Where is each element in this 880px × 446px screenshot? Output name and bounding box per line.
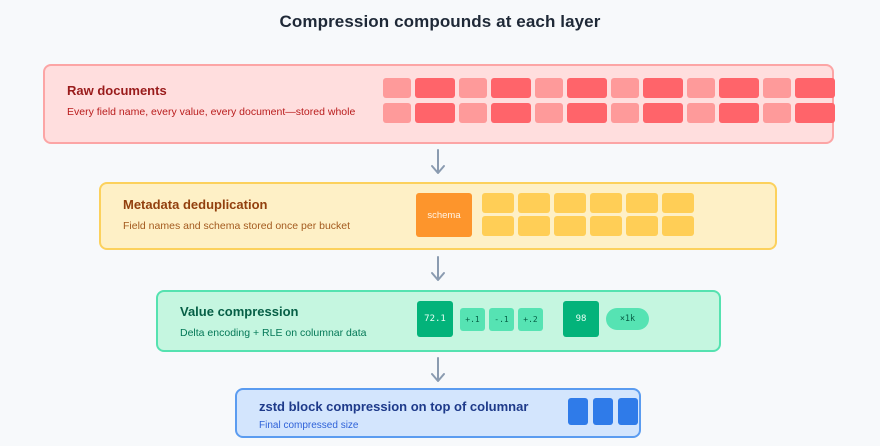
delta-token: -.1 xyxy=(489,308,514,331)
layer-subtitle: Every field name, every value, every doc… xyxy=(67,106,356,118)
delta-token: +.2 xyxy=(518,308,543,331)
arrow-down-icon xyxy=(431,256,445,281)
compressed-block xyxy=(568,398,588,425)
value-block xyxy=(626,216,658,236)
value-blocks xyxy=(482,193,694,236)
field-name-block xyxy=(459,103,487,123)
layer-heading: zstd block compression on top of columna… xyxy=(259,399,529,414)
layer-raw-documents: Raw documents Every field name, every va… xyxy=(43,64,835,144)
field-name-block xyxy=(383,103,411,123)
field-value-block xyxy=(795,78,835,98)
arrow-down-icon xyxy=(431,357,445,382)
layer-zstd-compression: zstd block compression on top of columna… xyxy=(235,388,641,438)
document-row xyxy=(383,78,835,98)
field-name-block xyxy=(535,103,563,123)
delta-base-token: 72.1 xyxy=(417,301,453,337)
layer-heading: Raw documents xyxy=(67,83,167,98)
field-value-block xyxy=(643,78,683,98)
field-value-block xyxy=(719,103,759,123)
layer-value-compression: Value compression Delta encoding + RLE o… xyxy=(156,290,721,352)
field-name-block xyxy=(611,103,639,123)
schema-block: schema xyxy=(416,193,472,237)
delta-token: +.1 xyxy=(460,308,485,331)
layer-subtitle: Final compressed size xyxy=(259,420,359,431)
value-block xyxy=(554,216,586,236)
raw-document-blocks xyxy=(383,78,835,123)
layer-subtitle: Field names and schema stored once per b… xyxy=(123,220,351,232)
layer-subtitle: Delta encoding + RLE on columnar data xyxy=(180,327,367,339)
compressed-blocks xyxy=(568,398,638,425)
field-name-block xyxy=(687,103,715,123)
value-block xyxy=(554,193,586,213)
value-block xyxy=(518,216,550,236)
layer-heading: Value compression xyxy=(180,304,299,319)
value-block xyxy=(662,193,694,213)
diagram-title: Compression compounds at each layer xyxy=(279,12,601,31)
document-row xyxy=(383,103,835,123)
field-value-block xyxy=(643,103,683,123)
field-value-block xyxy=(491,78,531,98)
field-name-block xyxy=(763,103,791,123)
field-name-block xyxy=(687,78,715,98)
field-value-block xyxy=(795,103,835,123)
compressed-block xyxy=(593,398,613,425)
field-name-block xyxy=(611,78,639,98)
value-block xyxy=(482,193,514,213)
value-block xyxy=(590,193,622,213)
layer-heading: Metadata deduplication xyxy=(123,197,268,212)
rle-count-token: ×1k xyxy=(606,308,649,330)
field-value-block xyxy=(415,78,455,98)
field-name-block xyxy=(535,78,563,98)
value-block xyxy=(626,193,658,213)
value-block xyxy=(590,216,622,236)
compressed-block xyxy=(618,398,638,425)
value-block xyxy=(518,193,550,213)
layer-metadata-deduplication: Metadata deduplication Field names and s… xyxy=(99,182,777,250)
field-name-block xyxy=(763,78,791,98)
arrow-down-icon xyxy=(431,149,445,174)
value-block xyxy=(662,216,694,236)
rle-value-token: 98 xyxy=(563,301,599,337)
field-value-block xyxy=(567,78,607,98)
field-value-block xyxy=(415,103,455,123)
field-value-block xyxy=(719,78,759,98)
field-value-block xyxy=(567,103,607,123)
field-name-block xyxy=(459,78,487,98)
field-name-block xyxy=(383,78,411,98)
field-value-block xyxy=(491,103,531,123)
value-block xyxy=(482,216,514,236)
